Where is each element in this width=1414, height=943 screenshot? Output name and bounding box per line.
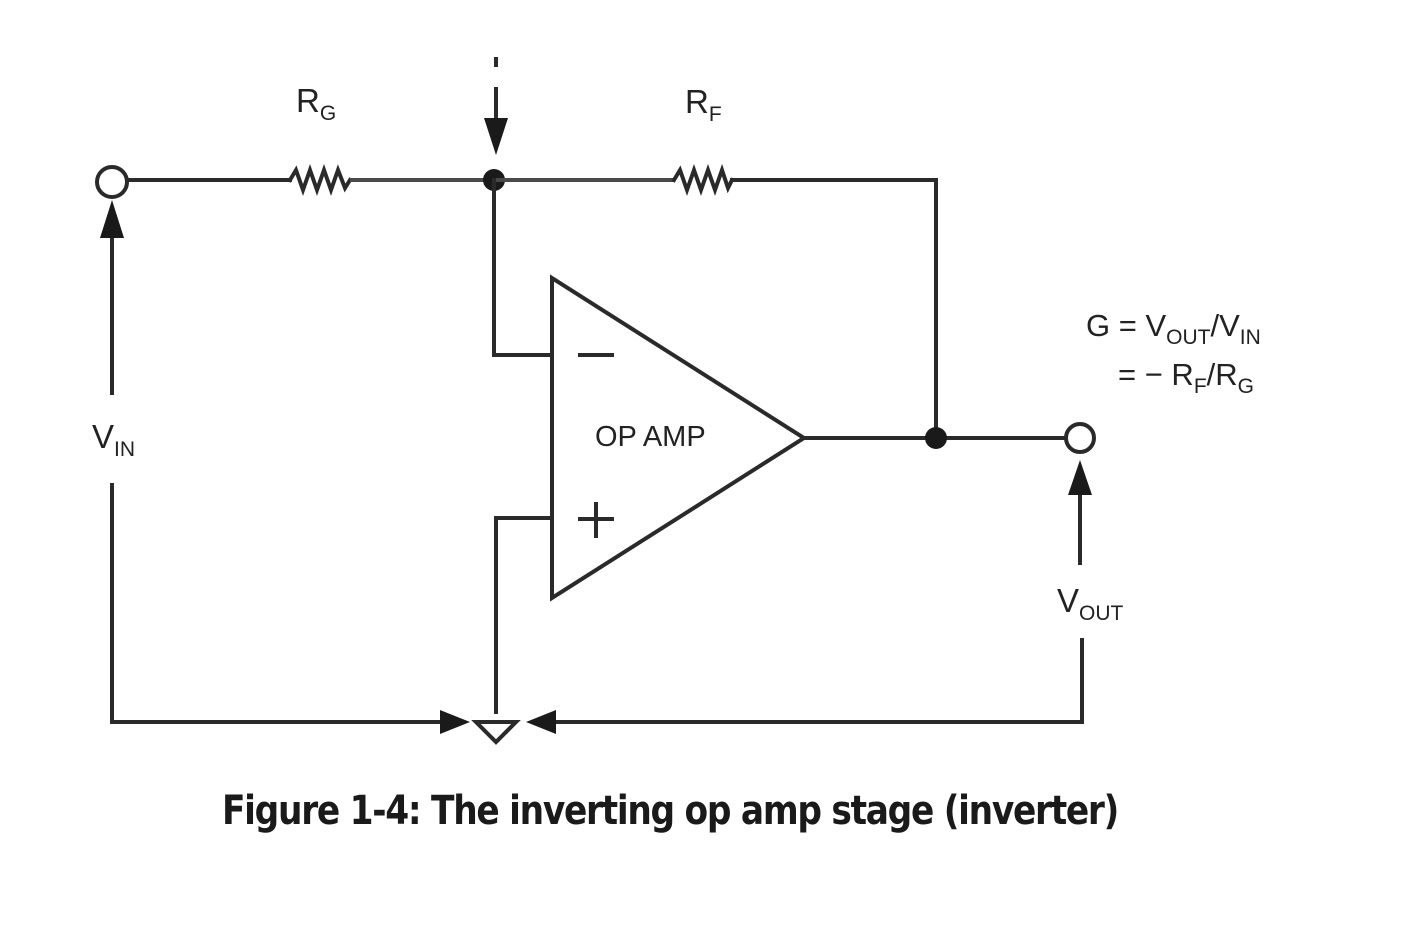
- op-amp-label: OP AMP: [595, 421, 706, 453]
- op-amp-triangle: [550, 274, 808, 602]
- vout-return-wire: [553, 638, 1084, 724]
- rg-label: RG: [296, 82, 336, 125]
- vin-return-arrow-icon: [440, 710, 470, 734]
- figure-caption: Figure 1-4: The inverting op amp stage (…: [221, 788, 1119, 834]
- vin-return-wire: [110, 483, 447, 724]
- inverting-input-wire: [492, 178, 554, 357]
- vin-arrow-icon: [100, 200, 124, 395]
- plus-sign: [578, 502, 614, 538]
- resistor-rg: [287, 163, 353, 197]
- output-terminal: [1064, 422, 1096, 454]
- current-arrow-icon: [484, 57, 508, 155]
- vout-arrow-icon: [1068, 460, 1092, 565]
- input-terminal: [95, 165, 129, 199]
- rf-label: RF: [685, 83, 722, 126]
- output-node: [925, 427, 947, 449]
- vout-label: VOUT: [1057, 582, 1124, 625]
- gain-equation-line2: = − RF/RG: [1118, 357, 1254, 398]
- feedback-wire: [730, 178, 938, 440]
- non-inverting-input-wire: [494, 516, 554, 714]
- vin-label: VIN: [92, 418, 135, 461]
- vout-return-arrow-icon: [526, 710, 556, 734]
- gain-equation-line1: G = VOUT/VIN: [1086, 308, 1261, 349]
- resistor-rf: [671, 163, 735, 197]
- ground-icon: [471, 720, 521, 745]
